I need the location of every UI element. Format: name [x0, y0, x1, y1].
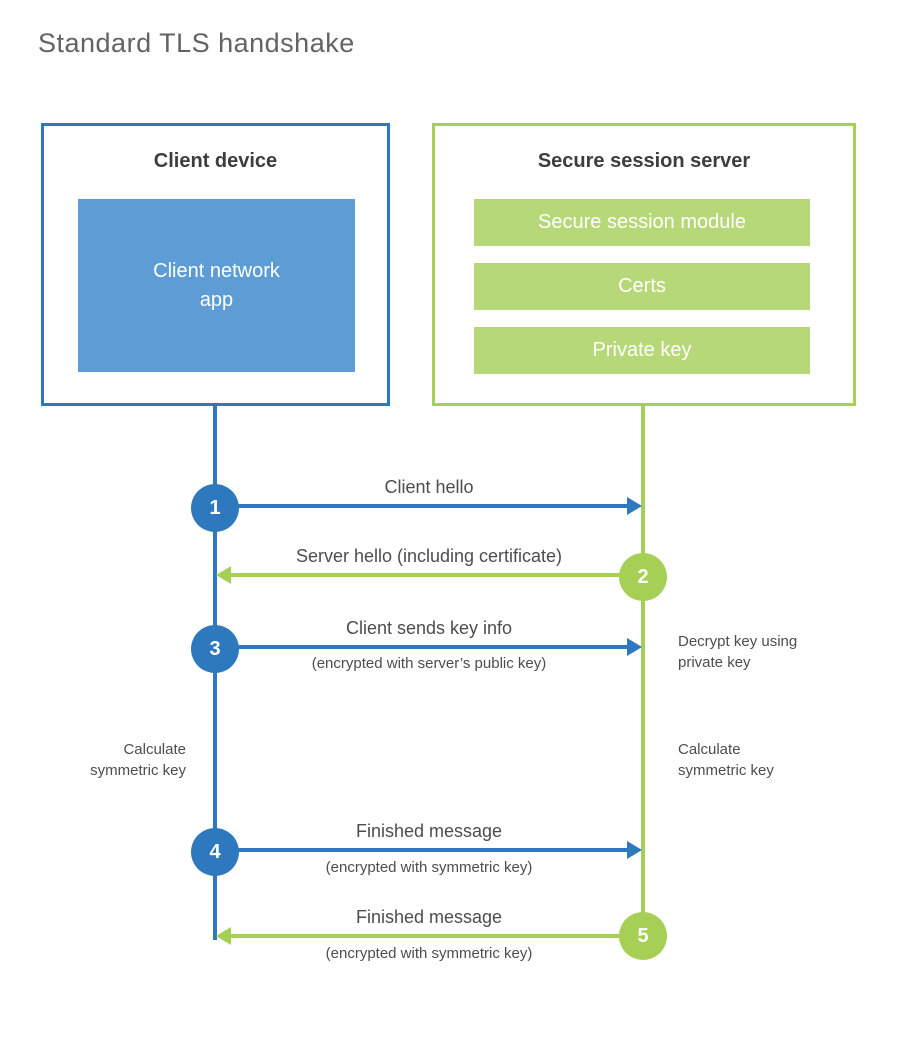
message-3-arrow [215, 645, 627, 649]
server-module-secure-session: Secure session module [474, 199, 810, 246]
message-5-label: Finished message [355, 907, 503, 927]
step-5-badge: 5 [619, 912, 667, 960]
server-module-certs: Certs [474, 263, 810, 310]
message-3-sublabel: (encrypted with server’s public key) [311, 655, 547, 672]
message-4-arrow [215, 848, 627, 852]
message-4-sublabel: (encrypted with symmetric key) [325, 859, 533, 876]
client-calc-symmetric-key-note: Calculate symmetric key [90, 741, 186, 779]
arrowhead-left-icon [216, 566, 231, 584]
message-2-label: Server hello (including certificate) [295, 546, 563, 566]
message-5-arrow [231, 934, 643, 938]
arrowhead-left-icon [216, 927, 231, 945]
message-1-label: Client hello [384, 477, 474, 497]
secure-session-server-title: Secure session server [537, 150, 751, 172]
server-lifeline [641, 404, 645, 940]
message-4-label: Finished message [355, 821, 503, 841]
message-3-label: Client sends key info [345, 618, 513, 638]
message-5-sublabel: (encrypted with symmetric key) [325, 945, 533, 962]
arrowhead-right-icon [627, 841, 642, 859]
message-2-arrow [231, 573, 643, 577]
arrowhead-right-icon [627, 497, 642, 515]
server-decrypt-note: Decrypt key using private key [678, 633, 798, 671]
message-1-arrow [215, 504, 627, 508]
client-network-app-rect: Client network app [78, 199, 355, 372]
page-title: Standard TLS handshake [38, 28, 355, 58]
server-calc-symmetric-key-note: Calculate symmetric key [678, 741, 774, 779]
arrowhead-right-icon [627, 638, 642, 656]
step-1-badge: 1 [191, 484, 239, 532]
server-module-private-key: Private key [474, 327, 810, 374]
step-4-badge: 4 [191, 828, 239, 876]
step-3-badge: 3 [191, 625, 239, 673]
step-2-badge: 2 [619, 553, 667, 601]
client-device-title: Client device [153, 150, 278, 172]
